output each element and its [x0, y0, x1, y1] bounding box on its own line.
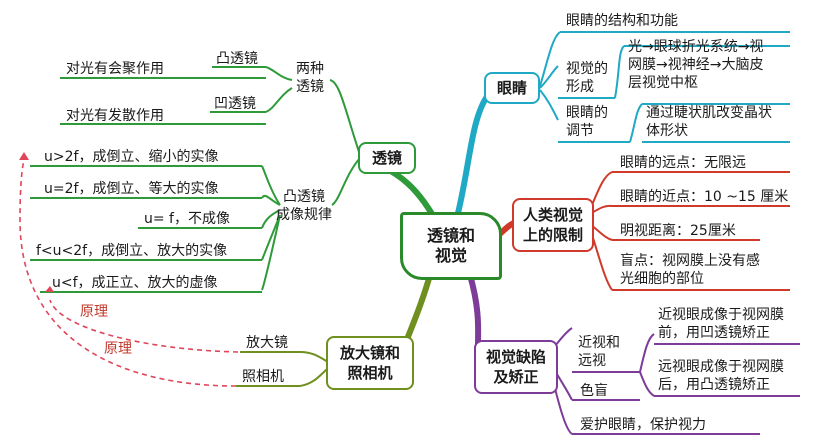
magnifying-glass-label: 放大镜 — [246, 335, 288, 351]
myopia-line1: 近视眼成像于视网膜 — [658, 307, 784, 323]
clear-distance-text: 明视距离：25厘米 — [620, 223, 736, 239]
branch-defects — [467, 274, 482, 346]
magnifier-title-line2: 照相机 — [347, 364, 393, 382]
center-title-line2: 视觉 — [434, 246, 467, 265]
formation-path-line2: 网膜→视神经→大脑皮 — [628, 57, 764, 73]
center-title-line1: 透镜和 — [426, 226, 475, 245]
eye-node-label: 眼睛 — [496, 79, 527, 97]
formation-path-line3: 层视觉中枢 — [628, 75, 698, 91]
adjustment-line1: 眼睛的 — [566, 105, 608, 121]
protect-eyes-text: 爱护眼睛，保护视力 — [580, 417, 706, 433]
lens-node-label: 透镜 — [371, 149, 402, 167]
imaging-rule-line2: 成像规律 — [276, 207, 332, 223]
rule-5: u<f，成正立、放大的虚像 — [52, 275, 218, 291]
principle-label-1: 原理 — [80, 304, 108, 320]
imaging-rule-label: 凸透镜 成像规律 — [276, 188, 332, 224]
near-point-text: 眼睛的近点：10 ~15 厘米 — [620, 189, 789, 205]
eye-node: 眼睛 — [484, 72, 540, 104]
vision-formation-line1: 视觉的 — [566, 61, 608, 77]
hyperopia-line2: 后，用凸透镜矫正 — [658, 377, 770, 393]
blind-spot-text: 盲点：视网膜上没有感 光细胞的部位 — [620, 252, 760, 288]
concave-lens-label: 凹透镜 — [214, 96, 256, 112]
defects-title-line2: 及矫正 — [493, 368, 539, 386]
branch-eye — [452, 93, 491, 226]
branch-magnifier — [402, 274, 433, 346]
myopia-line2: 前，用凹透镜矫正 — [658, 325, 770, 341]
adjustment-desc-text: 通过睫状肌改变晶状 体形状 — [646, 104, 772, 140]
two-kinds-line1: 两种 — [296, 61, 324, 77]
two-kinds-label: 两种 透镜 — [296, 60, 324, 96]
rule-1: u>2f，成倒立、缩小的实像 — [44, 149, 219, 165]
eye-structure-text: 眼睛的结构和功能 — [566, 13, 678, 29]
color-blind-text: 色盲 — [580, 383, 608, 399]
adjustment-line2: 调节 — [566, 123, 594, 139]
adjustment-desc-line1: 通过睫状肌改变晶状 — [646, 105, 772, 121]
myopia-hyperopia-line1: 近视和 — [578, 335, 620, 351]
center-node: 透镜和 视觉 — [400, 212, 502, 280]
rule-3: u= f，不成像 — [144, 211, 230, 227]
principle-arrowhead-2 — [19, 152, 29, 160]
defects-node: 视觉缺陷 及矫正 — [474, 340, 558, 394]
adjustment-label: 眼睛的 调节 — [566, 104, 608, 140]
myopia-hyperopia-label: 近视和 远视 — [578, 334, 620, 370]
limits-title-line2: 上的限制 — [522, 226, 583, 244]
convex-effect-text: 对光有会聚作用 — [66, 61, 164, 77]
lens-lines — [30, 66, 361, 293]
magnifier-title-line1: 放大镜和 — [339, 344, 400, 362]
myopia-text: 近视眼成像于视网膜 前，用凹透镜矫正 — [658, 306, 784, 342]
vision-formation-label: 视觉的 形成 — [566, 60, 608, 96]
formation-path-line1: 光→眼球折光系统→视 — [628, 39, 764, 55]
defects-lines — [549, 327, 800, 435]
limits-node: 人类视觉 上的限制 — [512, 198, 594, 252]
formation-path-text: 光→眼球折光系统→视 网膜→视神经→大脑皮 层视觉中枢 — [628, 38, 763, 92]
concave-effect-text: 对光有发散作用 — [66, 108, 164, 124]
lens-node: 透镜 — [358, 142, 416, 174]
convex-lens-label: 凸透镜 — [216, 51, 258, 67]
defects-title-line1: 视觉缺陷 — [485, 348, 546, 366]
camera-label: 照相机 — [242, 369, 284, 385]
two-kinds-line2: 透镜 — [296, 79, 324, 95]
vision-formation-line2: 形成 — [566, 79, 594, 95]
principle-arrows — [19, 159, 239, 387]
magnifier-camera-node: 放大镜和 照相机 — [326, 336, 414, 390]
blind-spot-line2: 光细胞的部位 — [620, 271, 704, 287]
rule-2: u=2f，成倒立、等大的实像 — [44, 181, 219, 197]
myopia-hyperopia-line2: 远视 — [578, 353, 606, 369]
rule-4: f<u<2f，成倒立、放大的实像 — [36, 243, 228, 259]
eye-lines — [539, 31, 790, 143]
imaging-rule-line1: 凸透镜 — [283, 189, 325, 205]
principle-arrowhead-1 — [45, 286, 54, 292]
hyperopia-line1: 远视眼成像于视网膜 — [658, 359, 784, 375]
adjustment-desc-line2: 体形状 — [646, 123, 688, 139]
principle-label-2: 原理 — [104, 341, 132, 357]
far-point-text: 眼睛的远点：无限远 — [620, 155, 746, 171]
magnifier-lines — [236, 351, 329, 387]
limits-title-line1: 人类视觉 — [522, 206, 583, 224]
hyperopia-text: 远视眼成像于视网膜 后，用凸透镜矫正 — [658, 358, 784, 394]
blind-spot-line1: 盲点：视网膜上没有感 — [620, 253, 760, 269]
